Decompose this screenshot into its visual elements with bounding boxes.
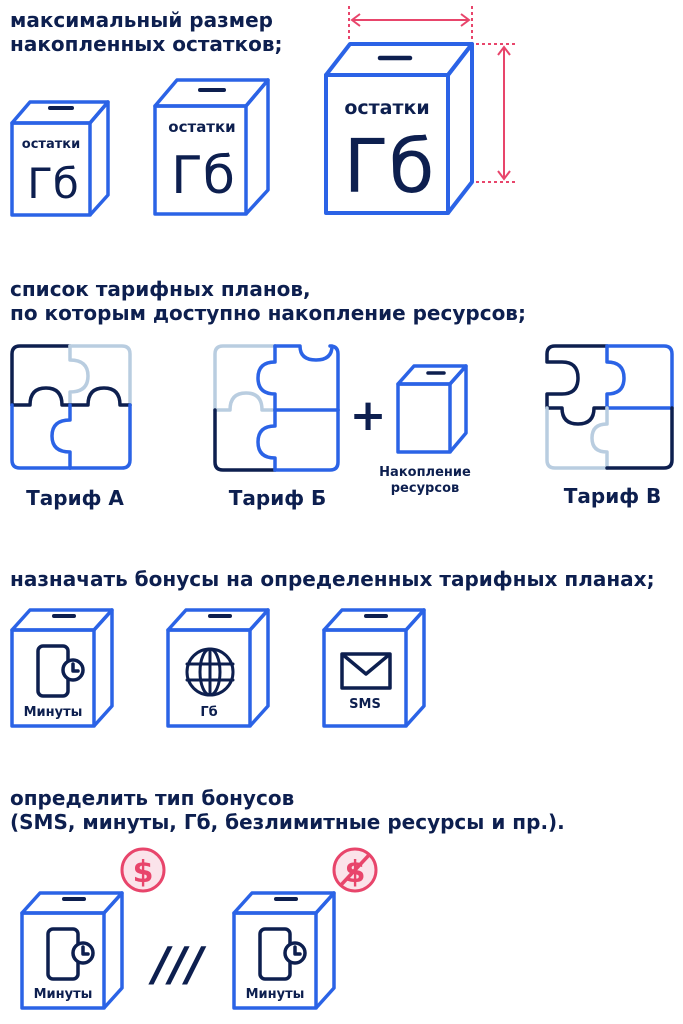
box-large-unit: Гб [344,124,435,210]
storage-box-small [10,100,110,217]
free-icon: $ [332,847,378,893]
storage-box-accumulation [396,364,468,454]
dimension-arrows [348,6,518,183]
phone-clock-icon-paid [46,927,95,981]
bonus-box-sms [322,608,426,728]
section1-heading-line2: накопленных остатков; [10,32,283,56]
tariff-v-caption: Тариф В [563,484,662,508]
bonus-box-gb [166,608,270,728]
section3-heading: назначать бонусы на определенных тарифны… [10,567,655,591]
bonus-box-minutes [10,608,114,728]
svg-text:$: $ [133,855,154,890]
storage-box-medium [153,78,270,216]
section4-heading-line1: определить тип бонусов [10,786,295,810]
section1-heading-line1: максимальный размер [10,8,273,32]
globe-icon [185,647,235,697]
box-minutes-paid-label: Минуты [34,987,93,1002]
puzzle-tariff-a [10,344,132,470]
box-small-unit: Гб [27,159,79,208]
separator-slashes: /// [148,937,207,991]
box-small-label: остатки [22,137,80,152]
box-medium-unit: Гб [171,146,235,206]
section4-heading-line2: (SMS, минуты, Гб, безлимитные ресурсы и … [10,810,565,834]
section2-heading-line1: список тарифных планов, [10,277,311,301]
box-medium-label: остатки [168,118,235,136]
puzzle-tariff-b [213,344,340,472]
box-sms-label: SMS [349,697,381,712]
storage-box-large [324,42,474,215]
accumulation-caption-line2: ресурсов [390,481,460,496]
tariff-b-caption: Тариф Б [228,486,327,510]
phone-clock-icon-free [258,927,307,981]
box-minutes-free-label: Минуты [246,987,305,1002]
box-gb-label: Гб [200,705,217,720]
section2-heading-line2: по которым доступно накопление ресурсов; [10,301,526,325]
bonus-box-minutes-free [232,891,336,1010]
tariff-a-caption: Тариф А [26,486,124,510]
box-large-label: остатки [344,97,429,119]
plus-sign: + [350,390,387,441]
accumulation-caption-line1: Накопление [379,465,471,480]
phone-clock-icon [36,644,85,698]
puzzle-tariff-v [545,344,674,470]
bonus-box-minutes-paid [20,891,124,1010]
paid-icon: $ [120,847,166,893]
envelope-icon [340,652,392,690]
box-minutes-label: Минуты [24,705,83,720]
